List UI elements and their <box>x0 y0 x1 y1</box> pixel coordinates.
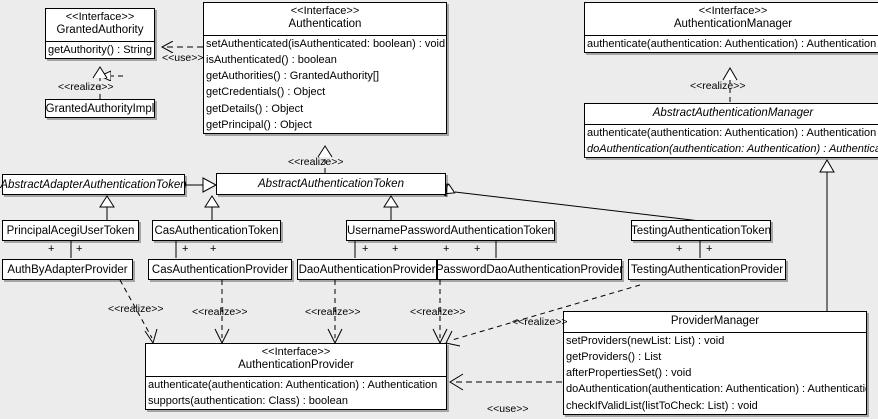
class-name: GrantedAuthorityImpl <box>45 102 155 115</box>
class-authentication-manager[interactable]: <<Interface>> AuthenticationManager auth… <box>584 2 878 53</box>
association-marker: + <box>474 243 481 255</box>
class-name: TestingAuthenticationProvider <box>630 263 784 276</box>
operation: afterPropertiesSet() : void <box>566 367 692 380</box>
stereotype-label: <<Interface>> <box>698 5 768 17</box>
edge-label-realize-granted-authority-impl: <<realize>> <box>58 81 114 93</box>
operation: getAuthority() : String <box>48 43 152 56</box>
edge-label-realize-dao-authentication-provider: <<realize>> <box>305 306 361 318</box>
class-authentication-provider[interactable]: <<Interface>> AuthenticationProvider aut… <box>145 343 447 411</box>
operation: authenticate(authentication: Authenticat… <box>587 37 877 50</box>
class-name: ProviderManager <box>670 315 760 327</box>
edge-label-realize-password-dao-authentication-provider: <<realize>> <box>410 306 466 318</box>
edge-label-realize-testing-authentication-provider: <<realize>> <box>512 316 568 328</box>
class-cas-authentication-provider[interactable]: CasAuthenticationProvider <box>148 259 292 280</box>
operation: checkIfValidList(listToCheck: List) : vo… <box>566 399 758 412</box>
operations-compartment: getAuthority() : String <box>46 40 154 58</box>
association-marker: + <box>48 243 55 255</box>
class-header: ProviderManager <box>564 312 866 332</box>
edge-label-use-provider-manager: <<use>> <box>487 403 529 415</box>
operation: isAuthenticated() : boolean <box>206 53 337 66</box>
class-name: TestingAuthenticationToken <box>631 224 772 237</box>
class-granted-authority-impl[interactable]: GrantedAuthorityImpl <box>45 99 155 118</box>
class-name: AbstractAdapterAuthenticationToken <box>0 178 187 191</box>
class-password-dao-authentication-provider[interactable]: PasswordDaoAuthenticationProvider <box>436 259 623 280</box>
edge-label-realize-abstract-authentication-manager: <<realize>> <box>690 80 746 92</box>
class-name: PasswordDaoAuthenticationProvider <box>435 263 624 276</box>
class-header: <<Interface>> GrantedAuthority <box>46 9 154 41</box>
class-authentication[interactable]: <<Interface>> Authentication setAuthenti… <box>203 2 447 135</box>
class-name: GrantedAuthority <box>56 23 144 36</box>
stereotype-label: <<Interface>> <box>261 346 331 358</box>
association-marker: + <box>182 243 189 255</box>
operation: doAuthentication(authentication: Authent… <box>587 142 878 155</box>
operation: authenticate(authentication: Authenticat… <box>587 126 877 139</box>
association-marker: + <box>392 243 399 255</box>
operation: supports(authentication: Class) : boolea… <box>148 394 348 407</box>
class-name: CasAuthenticationProvider <box>151 263 289 276</box>
operations-compartment: setAuthenticated(isAuthenticated: boolea… <box>204 34 446 134</box>
association-marker: + <box>676 243 683 255</box>
edge-label-realize-cas-authentication-provider: <<realize>> <box>192 306 248 318</box>
operations-compartment: authenticate(authentication: Authenticat… <box>585 34 878 52</box>
class-name: PrincipalAcegiUserToken <box>6 224 135 237</box>
class-abstract-authentication-manager[interactable]: AbstractAuthenticationManager authentica… <box>584 103 878 159</box>
class-provider-manager[interactable]: ProviderManager setProviders(newList: Li… <box>563 311 867 416</box>
class-header: <<Interface>> AuthenticationProvider <box>146 344 446 376</box>
edge-label-realize-abstract-authentication-token: <<realize>> <box>288 156 344 168</box>
operation: authenticate(authentication: Authenticat… <box>148 378 438 391</box>
operation: getDetails() : Object <box>206 102 304 115</box>
operation: setProviders(newList: List) : void <box>566 334 725 347</box>
class-name: Authentication <box>288 17 362 30</box>
association-marker: + <box>76 243 83 255</box>
class-header: <<Interface>> Authentication <box>204 3 446 35</box>
class-abstract-authentication-token[interactable]: AbstractAuthenticationToken <box>216 173 446 195</box>
class-granted-authority[interactable]: <<Interface>> GrantedAuthority getAuthor… <box>45 8 155 59</box>
class-testing-authentication-token[interactable]: TestingAuthenticationToken <box>631 220 771 241</box>
operations-compartment: authenticate(authentication: Authenticat… <box>585 123 878 158</box>
association-marker: + <box>706 243 713 255</box>
class-username-password-authentication-token[interactable]: UsernamePasswordAuthenticationToken <box>346 220 555 241</box>
class-principal-acegi-user-token[interactable]: PrincipalAcegiUserToken <box>2 220 139 241</box>
class-name: DaoAuthenticationProvider <box>298 263 436 276</box>
operations-compartment: authenticate(authentication: Authenticat… <box>146 375 446 410</box>
operation: getPrincipal() : Object <box>206 119 312 132</box>
operation: getAuthorities() : GrantedAuthority[] <box>206 70 380 83</box>
class-cas-authentication-token[interactable]: CasAuthenticationToken <box>152 220 281 241</box>
association-marker: + <box>362 243 369 255</box>
stereotype-label: <<Interface>> <box>290 5 360 17</box>
class-header: AbstractAuthenticationManager <box>585 104 878 124</box>
edge-label-realize-auth-by-adapter-provider: <<realize>> <box>108 303 164 315</box>
class-dao-authentication-provider[interactable]: DaoAuthenticationProvider <box>297 259 437 280</box>
class-name: AuthenticationProvider <box>238 358 354 371</box>
operation: getCredentials() : Object <box>206 86 326 99</box>
stereotype-label: <<Interface>> <box>65 11 135 23</box>
class-name: AuthenticationManager <box>673 17 793 30</box>
class-header: <<Interface>> AuthenticationManager <box>585 3 878 35</box>
association-marker: + <box>210 243 217 255</box>
edge-label-use-authentication-granted-authority: <<use>> <box>162 52 204 64</box>
operation: getProviders() : List <box>566 350 662 363</box>
class-name: AbstractAuthenticationToken <box>258 178 404 190</box>
operation: setAuthenticated(isAuthenticated: boolea… <box>206 37 446 50</box>
operations-compartment: setProviders(newList: List) : void getPr… <box>564 331 866 414</box>
class-name: AuthByAdapterProvider <box>7 263 128 276</box>
class-testing-authentication-provider[interactable]: TestingAuthenticationProvider <box>628 259 786 280</box>
class-name: UsernamePasswordAuthenticationToken <box>346 224 555 237</box>
operation: doAuthentication(authentication: Authent… <box>566 383 866 396</box>
class-auth-by-adapter-provider[interactable]: AuthByAdapterProvider <box>2 259 133 280</box>
class-name: CasAuthenticationToken <box>154 224 279 237</box>
class-name: AbstractAuthenticationManager <box>652 107 814 119</box>
association-marker: + <box>443 243 450 255</box>
class-abstract-adapter-authentication-token[interactable]: AbstractAdapterAuthenticationToken <box>0 174 187 195</box>
